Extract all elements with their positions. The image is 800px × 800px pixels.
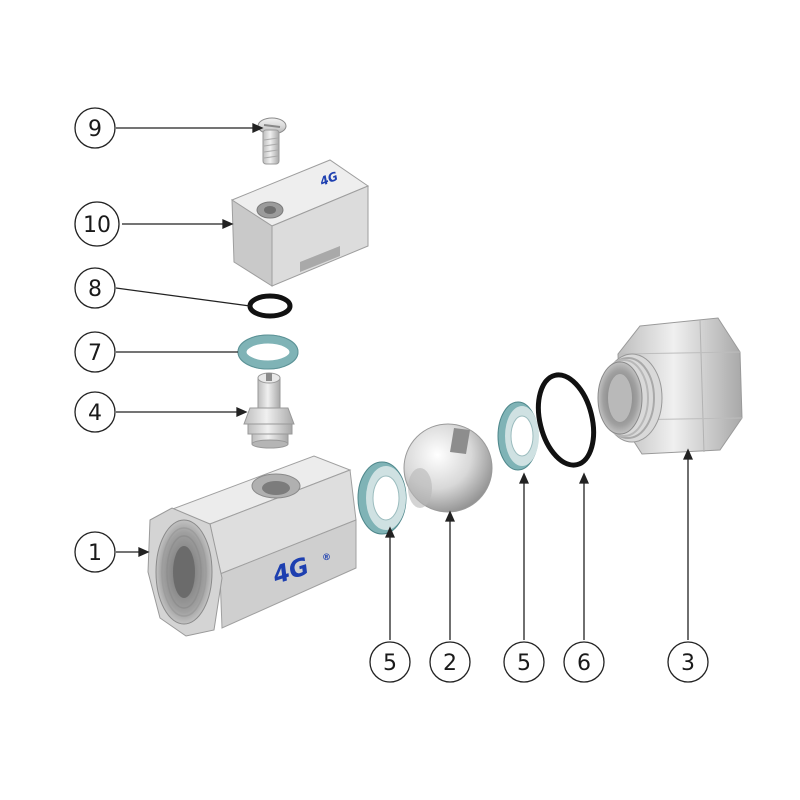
part-7-washer bbox=[237, 334, 299, 370]
part-3-tail-piece bbox=[597, 317, 743, 455]
callout-3: 3 bbox=[667, 641, 709, 683]
callout-5-left-label: 5 bbox=[383, 651, 397, 676]
arrowhead-3 bbox=[682, 448, 694, 460]
arrowhead-9 bbox=[252, 122, 264, 134]
callout-9: 9 bbox=[74, 107, 116, 149]
part-5-seat-left bbox=[357, 461, 407, 535]
arrowhead-4 bbox=[236, 406, 248, 418]
arrowhead-10 bbox=[222, 218, 234, 230]
callout-2: 2 bbox=[429, 641, 471, 683]
callout-6-label: 6 bbox=[577, 651, 591, 676]
arrowhead-1 bbox=[138, 546, 150, 558]
callout-5-right: 5 bbox=[503, 641, 545, 683]
part-2-ball bbox=[403, 423, 493, 513]
callout-9-label: 9 bbox=[88, 117, 102, 142]
callout-4-label: 4 bbox=[88, 401, 102, 426]
callout-10: 10 bbox=[74, 201, 120, 247]
arrowhead-5b bbox=[518, 472, 530, 484]
callout-1-label: 1 bbox=[88, 541, 102, 566]
callout-6: 6 bbox=[563, 641, 605, 683]
callout-10-label: 10 bbox=[83, 213, 111, 238]
part-10-handle-block: 4G bbox=[230, 159, 370, 287]
callout-8: 8 bbox=[74, 267, 116, 309]
callout-8-label: 8 bbox=[88, 277, 102, 302]
part-9-screw bbox=[257, 117, 287, 165]
arrowhead-6 bbox=[578, 472, 590, 484]
part-5-seat-right bbox=[497, 401, 539, 471]
arrowhead-5a bbox=[384, 526, 396, 538]
callout-7: 7 bbox=[74, 331, 116, 373]
arrowhead-2 bbox=[444, 510, 456, 522]
leader-8 bbox=[115, 287, 251, 307]
callout-3-label: 3 bbox=[681, 651, 695, 676]
callout-7-label: 7 bbox=[88, 341, 102, 366]
callouts: 9 10 8 7 4 1 5 2 bbox=[74, 107, 709, 683]
part-4-stem bbox=[243, 372, 295, 449]
callout-1: 1 bbox=[74, 531, 116, 573]
callout-5-right-label: 5 bbox=[517, 651, 531, 676]
callout-4: 4 bbox=[74, 391, 116, 433]
body-logo-registered: ® bbox=[322, 553, 331, 563]
leader-lines bbox=[115, 122, 694, 640]
part-8-o-ring bbox=[247, 293, 293, 319]
handle-logo: 4G bbox=[317, 169, 340, 189]
callout-5-left: 5 bbox=[369, 641, 411, 683]
part-6-o-ring bbox=[535, 372, 597, 468]
part-1-body: 4G ® bbox=[147, 455, 357, 637]
callout-2-label: 2 bbox=[443, 651, 457, 676]
